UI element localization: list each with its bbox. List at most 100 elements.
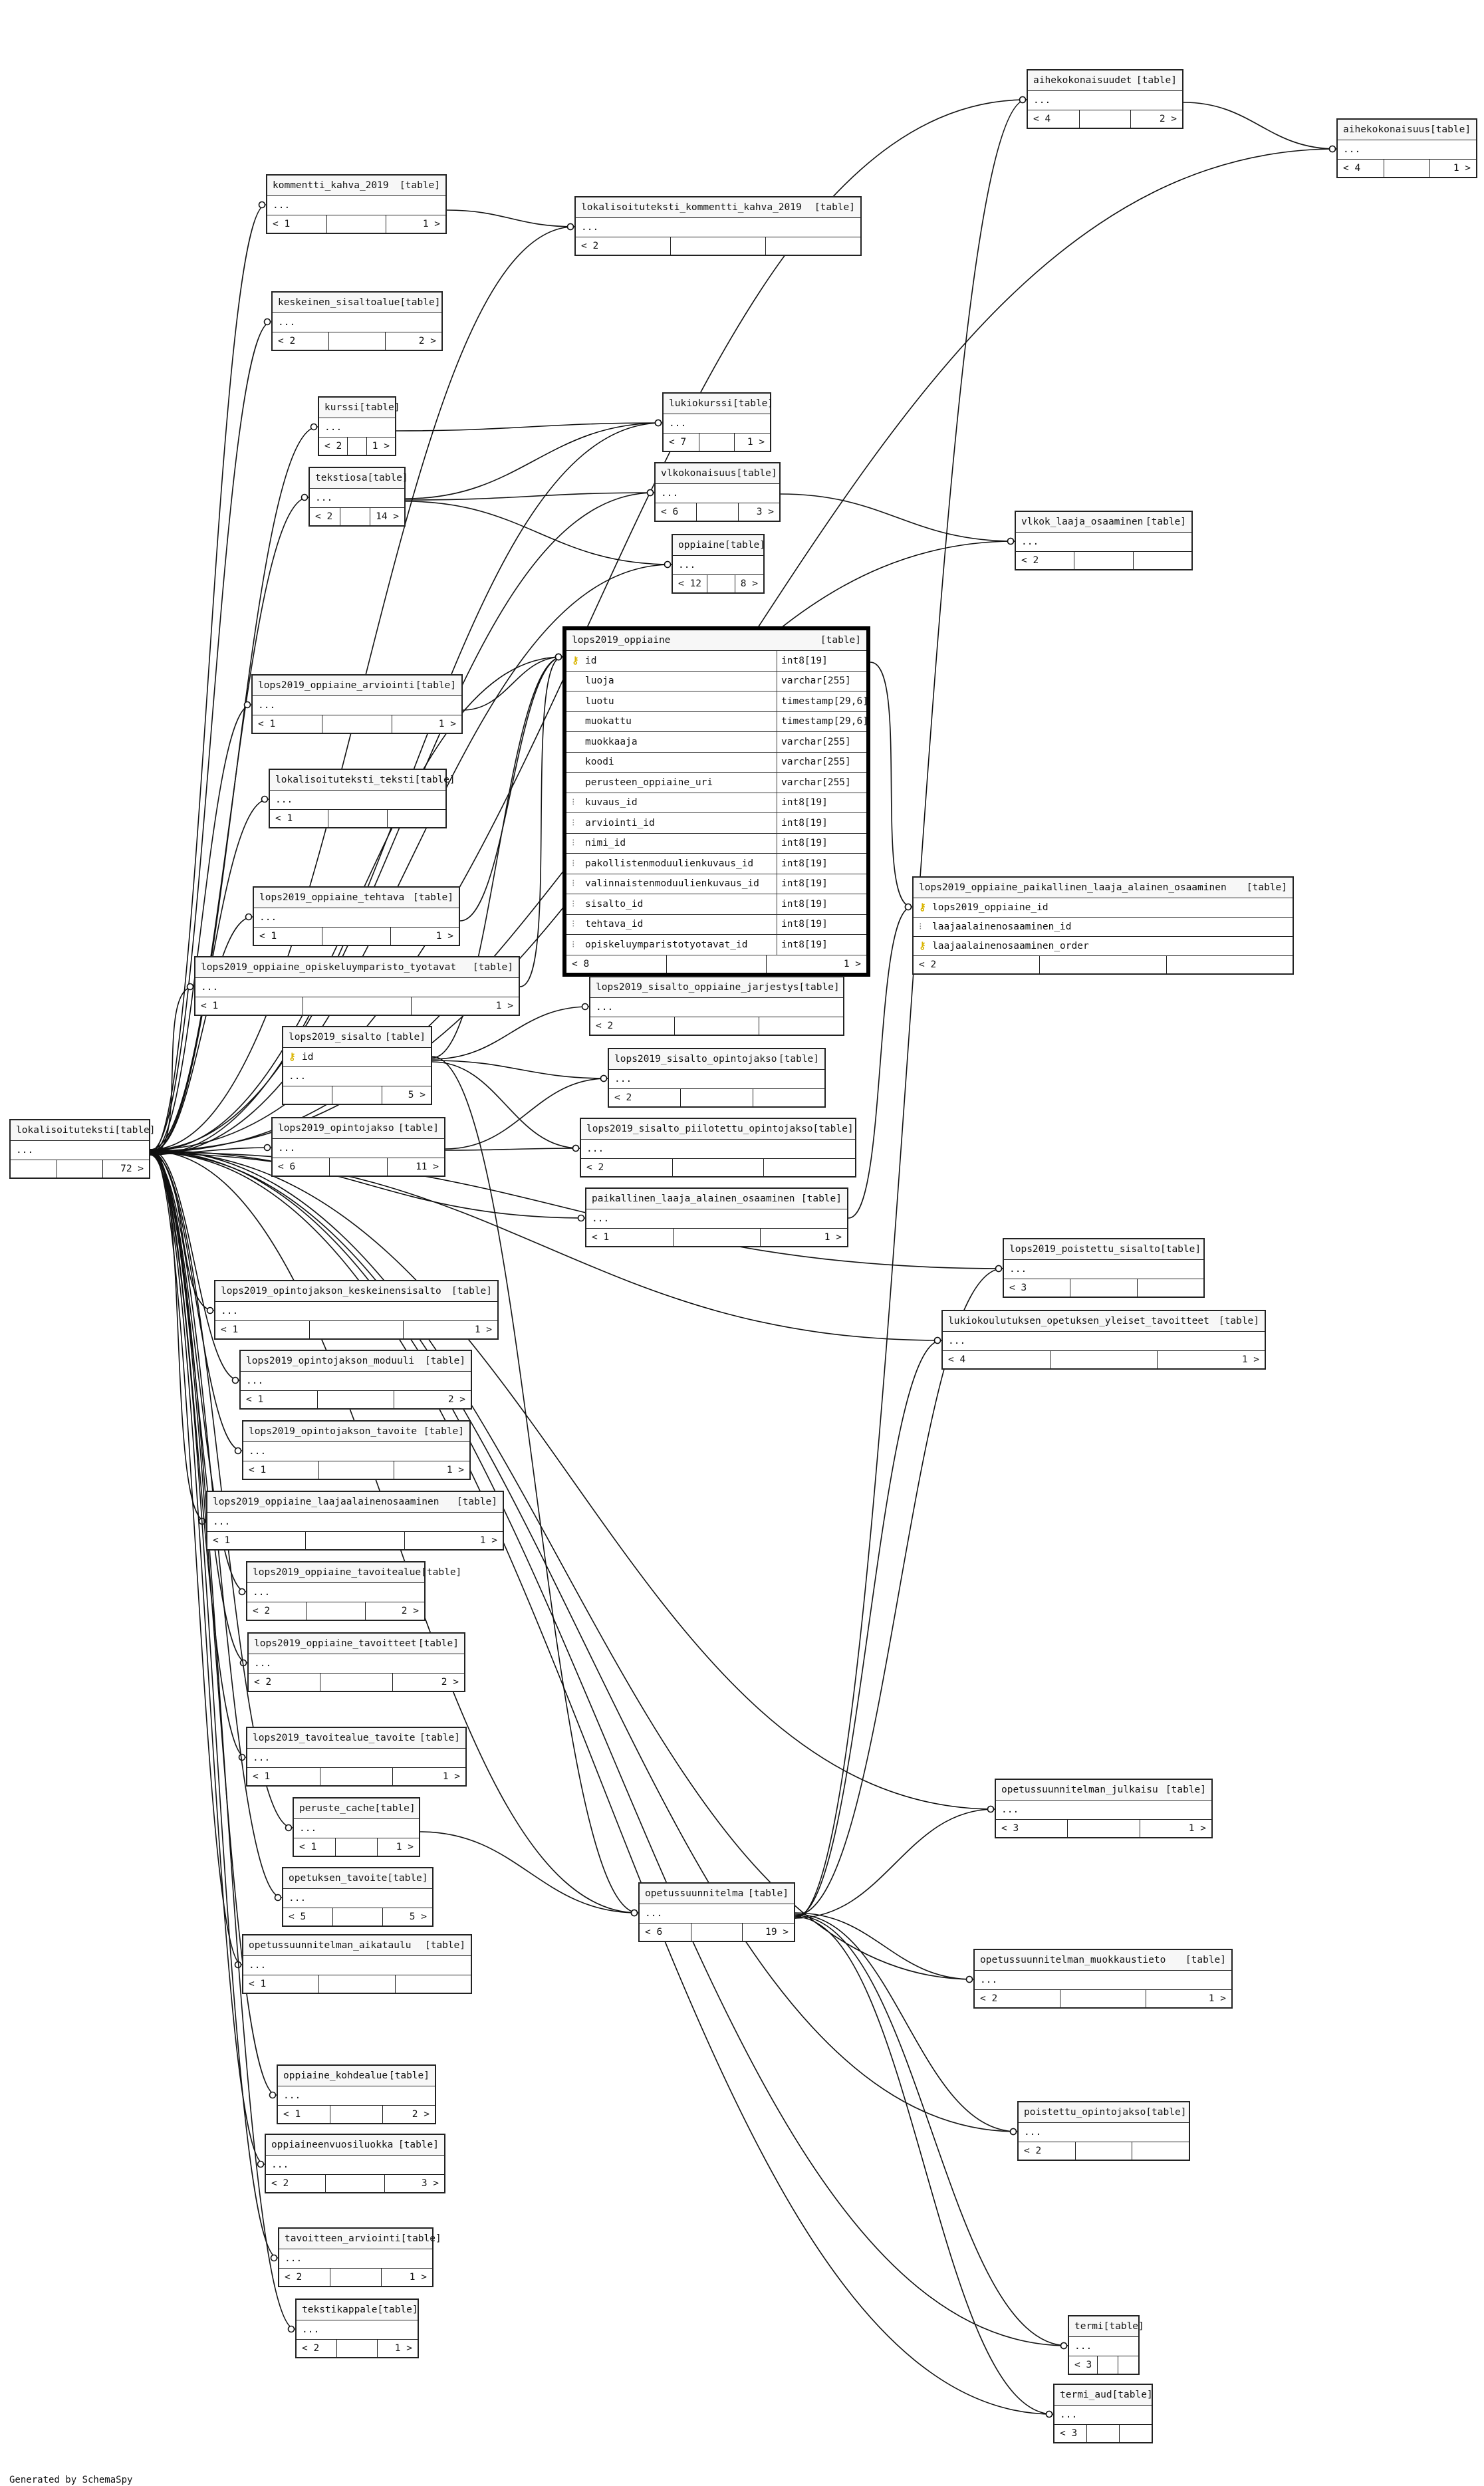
child-count[interactable]	[1118, 2356, 1138, 2374]
parent-count[interactable]: < 2	[914, 956, 1041, 973]
column-row[interactable]: ...	[273, 1139, 444, 1158]
column-row[interactable]: ...	[943, 1332, 1265, 1351]
column-row[interactable]: ...	[254, 908, 459, 928]
child-count[interactable]	[1138, 1279, 1203, 1297]
parent-count[interactable]: < 2	[576, 237, 671, 255]
child-count[interactable]: 3 >	[421, 2178, 439, 2189]
column-row[interactable]: ...	[975, 1971, 1231, 1990]
parent-count[interactable]: < 3	[1004, 1279, 1071, 1297]
column-row[interactable]: ...	[278, 2086, 435, 2106]
table-lops2019-tavoitealue-tavoite[interactable]: lops2019_tavoitealue_tavoite[table]...< …	[246, 1727, 467, 1787]
child-count[interactable]	[1167, 956, 1293, 973]
child-count[interactable]: 1 >	[372, 441, 390, 451]
child-count[interactable]: 8 >	[740, 578, 758, 589]
column-row[interactable]: ...	[1069, 2337, 1138, 2356]
parent-count[interactable]: < 1	[215, 1321, 310, 1338]
table-lops2019-opintojakson-tavoite[interactable]: lops2019_opintojakson_tavoite[table]...<…	[242, 1420, 471, 1480]
child-count[interactable]	[388, 810, 445, 827]
child-count[interactable]: 2 >	[412, 2109, 430, 2120]
parent-count[interactable]: < 3	[1054, 2425, 1087, 2442]
parent-count[interactable]: < 2	[975, 1990, 1060, 2007]
table-opetussuunnitelman-muokkaustieto[interactable]: opetussuunnitelman_muokkaustieto[table].…	[973, 1949, 1233, 2009]
table-lops2019-sisalto-piilotettu-opintojakso[interactable]: lops2019_sisalto_piilotettu_opintojakso[…	[580, 1118, 856, 1178]
child-count[interactable]: 1 >	[409, 2272, 427, 2283]
column-row[interactable]: ...	[283, 1067, 431, 1086]
table-lukiokoulutuksen-opetuksen-yleiset-tavoitteet[interactable]: lukiokoulutuksen_opetuksen_yleiset_tavoi…	[941, 1310, 1266, 1370]
table-lops2019-sisalto[interactable]: lops2019_sisalto[table]⚷id...5 >	[282, 1026, 432, 1105]
parent-count[interactable]: < 4	[943, 1351, 1051, 1368]
parent-count[interactable]: < 1	[254, 928, 322, 945]
child-count[interactable]: 1 >	[435, 931, 453, 941]
column-row[interactable]: ...	[586, 1209, 847, 1229]
column-row[interactable]: ...	[664, 414, 770, 434]
column-row[interactable]: ...	[241, 1372, 471, 1391]
column-row[interactable]: ...	[283, 1889, 432, 1908]
parent-count[interactable]: < 1	[195, 997, 304, 1015]
column-row[interactable]: ...	[247, 1583, 424, 1602]
table-lokalisoituteksti[interactable]: lokalisoituteksti[table]...72 >	[9, 1119, 156, 1179]
child-count[interactable]	[1134, 552, 1191, 569]
child-count[interactable]	[764, 1159, 855, 1176]
table-termi[interactable]: termi[table]...< 3	[1068, 2315, 1144, 2375]
child-count[interactable]	[759, 1017, 843, 1035]
parent-count[interactable]: < 2	[590, 1017, 675, 1035]
table-vlkok-laaja-osaaminen[interactable]: vlkok_laaja_osaaminen[table]...< 2	[1015, 511, 1193, 570]
column-row[interactable]: ...	[590, 998, 843, 1017]
parent-count[interactable]: < 2	[249, 1674, 321, 1691]
child-count[interactable]: 1 >	[479, 1535, 497, 1546]
parent-count[interactable]: < 2	[1016, 552, 1075, 569]
column-row[interactable]: ...	[253, 696, 461, 715]
parent-count[interactable]: < 2	[319, 437, 348, 455]
parent-count[interactable]: < 2	[1019, 2142, 1076, 2160]
table-lops2019-opintojakson-moduuli[interactable]: lops2019_opintojakson_moduuli[table]...<…	[239, 1350, 472, 1410]
parent-count[interactable]: < 8	[566, 955, 667, 973]
column-row[interactable]: ...	[11, 1141, 149, 1160]
child-count[interactable]: 2 >	[441, 1677, 459, 1687]
column-row[interactable]: ...	[207, 1513, 503, 1532]
table-lops2019-oppiaine-laajaalainenosaaminen[interactable]: lops2019_oppiaine_laajaalainenosaaminen[…	[206, 1491, 504, 1551]
child-count[interactable]: 2 >	[447, 1394, 466, 1405]
parent-count[interactable]: < 2	[266, 2175, 326, 2192]
child-count[interactable]: 5 >	[409, 1912, 427, 1922]
table-lops2019-oppiaine-arviointi[interactable]: lops2019_oppiaine_arviointi[table]...< 1…	[251, 674, 463, 734]
child-count[interactable]	[753, 1089, 824, 1106]
child-count[interactable]: 1 >	[474, 1324, 493, 1335]
parent-count[interactable]: < 2	[297, 2340, 337, 2357]
parent-count[interactable]: < 1	[241, 1391, 318, 1408]
table-lops2019-opintojakson-keskeinensisalto[interactable]: lops2019_opintojakson_keskeinensisalto[t…	[214, 1280, 499, 1340]
column-row[interactable]: ⚷lops2019_oppiaine_id	[914, 898, 1293, 918]
child-count[interactable]: 5 >	[408, 1090, 426, 1100]
child-count[interactable]: 3 >	[756, 507, 774, 517]
child-count[interactable]: 1 >	[824, 1232, 842, 1243]
column-row[interactable]: ...	[640, 1904, 794, 1924]
child-count[interactable]: 1 >	[1453, 163, 1471, 174]
column-row[interactable]: ...	[996, 1801, 1211, 1820]
parent-count[interactable]: < 6	[640, 1924, 691, 1941]
child-count[interactable]: 11 >	[416, 1162, 439, 1172]
child-count[interactable]	[1120, 2425, 1152, 2442]
parent-count[interactable]: < 4	[1028, 110, 1080, 128]
parent-count[interactable]: < 1	[207, 1532, 307, 1549]
table-lops2019-poistettu-sisalto[interactable]: lops2019_poistettu_sisalto[table]...< 3	[1003, 1238, 1205, 1298]
column-row[interactable]: ...	[1338, 140, 1476, 160]
parent-count[interactable]	[11, 1160, 57, 1178]
column-row[interactable]: ...	[673, 556, 763, 575]
parent-count[interactable]: < 1	[253, 715, 322, 733]
column-row[interactable]: ...	[270, 791, 445, 810]
column-row[interactable]: ...	[243, 1956, 471, 1975]
parent-count[interactable]: < 2	[279, 2269, 330, 2286]
